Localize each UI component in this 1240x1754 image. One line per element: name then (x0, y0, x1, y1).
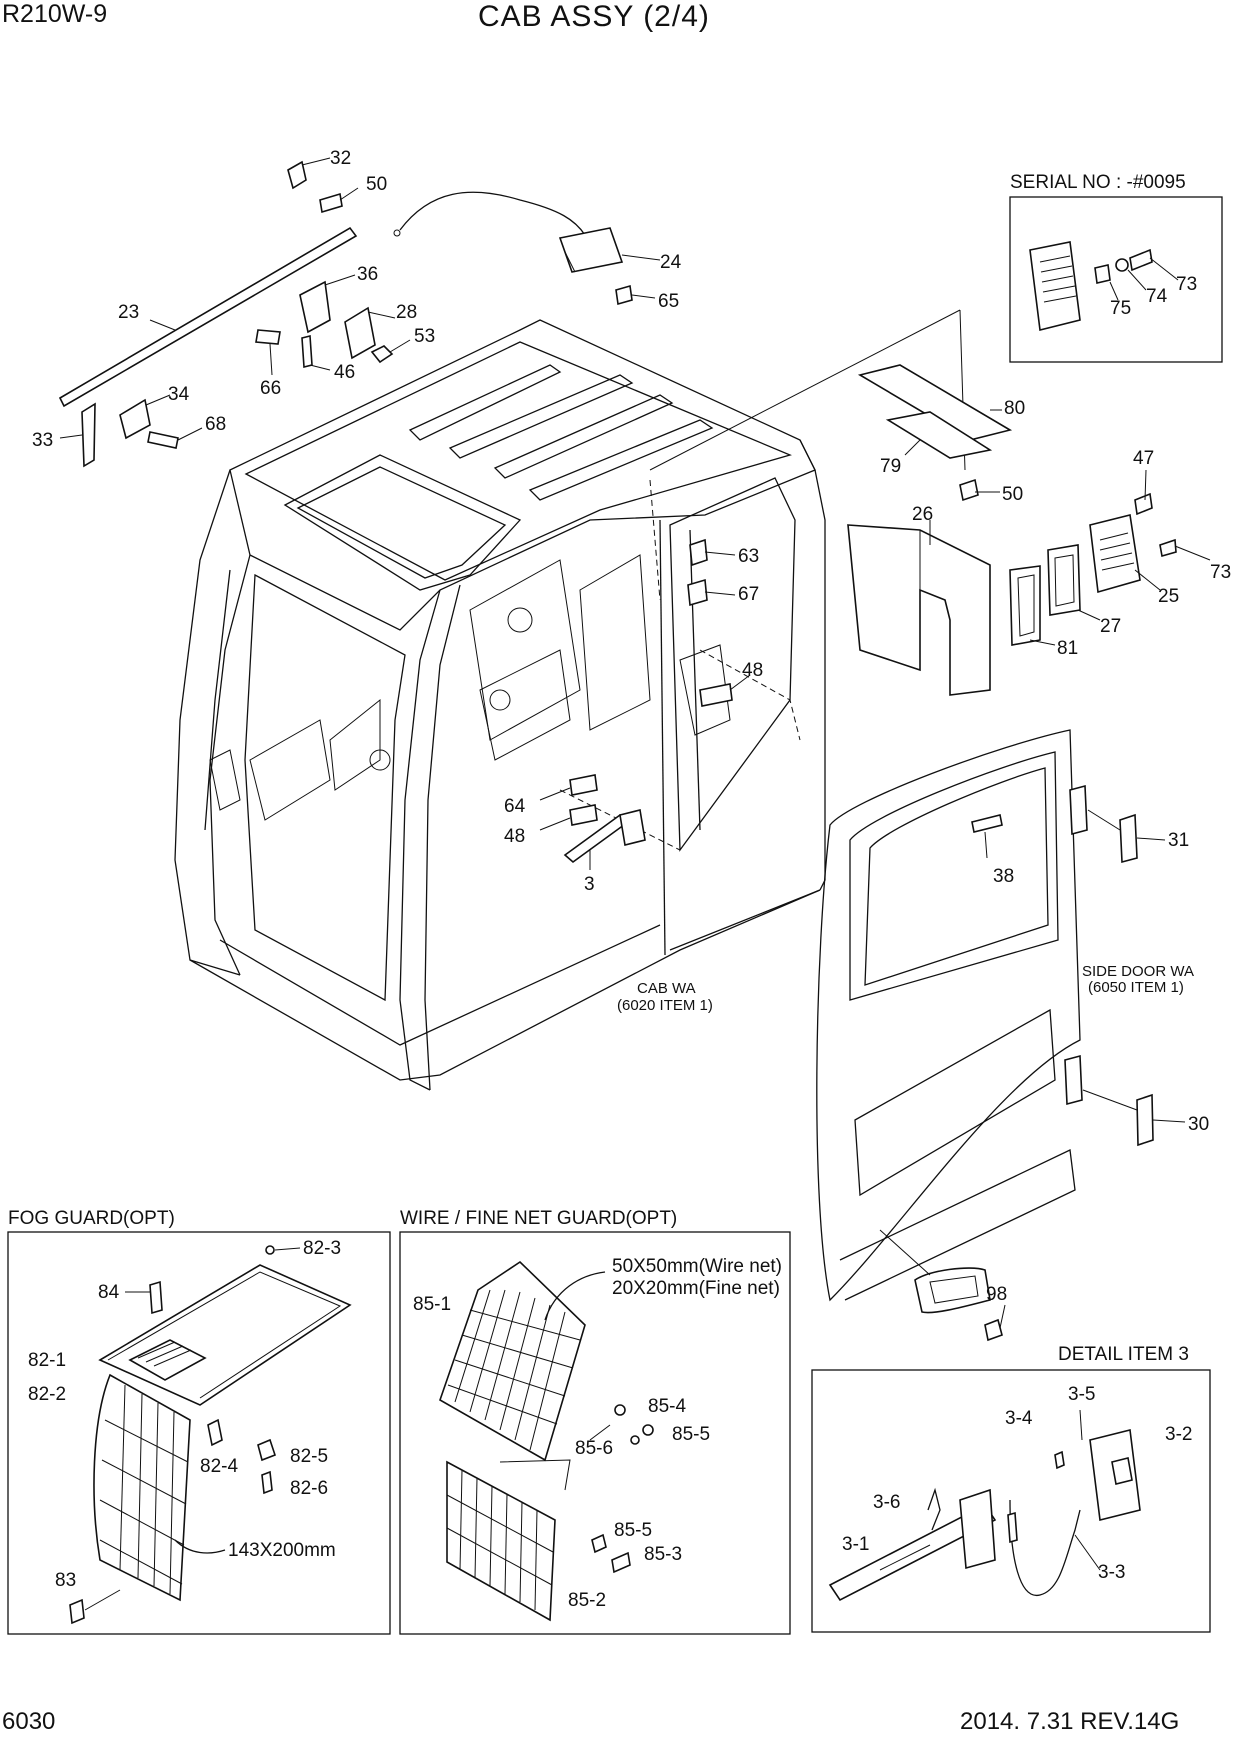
detail-callout-3-4: 3-4 (1005, 1408, 1033, 1429)
wire-callout-85-2: 85-2 (568, 1590, 606, 1611)
wire-callout-85-3: 85-3 (644, 1544, 682, 1565)
fog-guard-box: FOG GUARD(OPT) 82-3 84 82-1 82-2 82-5 82… (7, 1208, 391, 1635)
fog-guard-title: FOG GUARD(OPT) (8, 1208, 175, 1229)
page-title: CAB ASSY (2/4) (478, 0, 710, 33)
fog-callout-82-5: 82-5 (290, 1446, 328, 1467)
side-door-wa-label: SIDE DOOR WA (1082, 963, 1194, 980)
callout-46: 46 (334, 362, 355, 383)
callout-50-right: 50 (1002, 484, 1023, 505)
callout-3: 3 (584, 874, 595, 895)
fog-callout-82-4: 82-4 (200, 1456, 238, 1477)
callout-81: 81 (1057, 638, 1078, 659)
callout-38: 38 (993, 866, 1014, 887)
callout-68: 68 (205, 414, 226, 435)
serial-box-title: SERIAL NO : -#0095 (1010, 172, 1186, 193)
callout-24: 24 (660, 252, 682, 273)
callout-63: 63 (738, 546, 759, 567)
wire-callout-85-5-lower: 85-5 (614, 1520, 652, 1541)
detail-callout-3-6: 3-6 (873, 1492, 900, 1513)
detail-callout-3-5: 3-5 (1068, 1384, 1095, 1405)
detail-item3-title: DETAIL ITEM 3 (1058, 1344, 1189, 1365)
wire-callout-85-1: 85-1 (413, 1294, 451, 1315)
model-name: R210W-9 (2, 0, 108, 28)
callout-23: 23 (118, 302, 139, 323)
callout-53: 53 (414, 326, 435, 347)
fog-guard-dimension: 143X200mm (228, 1540, 336, 1561)
callout-79: 79 (880, 456, 901, 477)
callout-33: 33 (32, 430, 53, 451)
callout-47: 47 (1133, 448, 1154, 469)
callout-labels: 32 50 24 65 36 28 53 23 66 46 34 68 33 8… (32, 148, 1231, 1305)
callout-64: 64 (504, 796, 526, 817)
detail-item3-box: DETAIL ITEM 3 3-5 3-4 3-2 3-6 3-1 3-3 (811, 1344, 1211, 1633)
callout-28: 28 (396, 302, 417, 323)
wire-callout-85-4: 85-4 (648, 1396, 686, 1417)
callout-66: 66 (260, 378, 281, 399)
wire-callout-85-6: 85-6 (575, 1438, 613, 1459)
callout-48-upper: 48 (742, 660, 763, 681)
top-left-parts (58, 157, 661, 468)
wire-guard-title: WIRE / FINE NET GUARD(OPT) (400, 1208, 677, 1229)
callout-73: 73 (1210, 562, 1231, 583)
right-side-parts (847, 364, 1211, 696)
fog-callout-82-1: 82-1 (28, 1350, 66, 1371)
callout-36: 36 (357, 264, 378, 285)
cab-frame-drawing (174, 309, 966, 1091)
revision-date: 2014. 7.31 REV.14G (960, 1708, 1180, 1735)
callout-65: 65 (658, 291, 679, 312)
callout-31: 31 (1168, 830, 1189, 851)
wire-net-size-1: 50X50mm(Wire net) (612, 1256, 782, 1277)
side-door-drawing (816, 729, 1186, 1342)
callout-80: 80 (1004, 398, 1025, 419)
callout-48-lower: 48 (504, 826, 525, 847)
callout-25: 25 (1158, 586, 1179, 607)
wire-net-size-2: 20X20mm(Fine net) (612, 1278, 780, 1299)
side-door-wa-ref: (6050 ITEM 1) (1088, 979, 1184, 996)
detail-callout-3-2: 3-2 (1165, 1424, 1192, 1445)
callout-98: 98 (986, 1284, 1007, 1305)
wire-callout-85-5-upper: 85-5 (672, 1424, 710, 1445)
fog-callout-83: 83 (55, 1570, 76, 1591)
cab-wa-ref: (6020 ITEM 1) (617, 997, 713, 1014)
serial-box: SERIAL NO : -#0095 73 74 75 (1009, 172, 1223, 363)
fog-callout-84: 84 (98, 1282, 120, 1303)
center-parts (539, 538, 751, 870)
wire-guard-box: WIRE / FINE NET GUARD(OPT) 85-1 50X50mm(… (399, 1208, 791, 1635)
callout-34: 34 (168, 384, 190, 405)
detail-callout-3-1: 3-1 (842, 1534, 869, 1555)
fog-callout-82-6: 82-6 (290, 1478, 328, 1499)
callout-67: 67 (738, 584, 759, 605)
fog-callout-82-2: 82-2 (28, 1384, 66, 1405)
serial-callout-74: 74 (1146, 286, 1168, 307)
page-number: 6030 (2, 1708, 56, 1735)
cab-wa-label: CAB WA (637, 980, 696, 997)
serial-callout-73: 73 (1176, 274, 1197, 295)
serial-callout-75: 75 (1110, 298, 1131, 319)
callout-26: 26 (912, 504, 933, 525)
callout-27: 27 (1100, 616, 1121, 637)
callout-32: 32 (330, 148, 351, 169)
detail-callout-3-3: 3-3 (1098, 1562, 1125, 1583)
callout-50-top: 50 (366, 174, 387, 195)
callout-30: 30 (1188, 1114, 1209, 1135)
fog-callout-82-3: 82-3 (303, 1238, 341, 1259)
